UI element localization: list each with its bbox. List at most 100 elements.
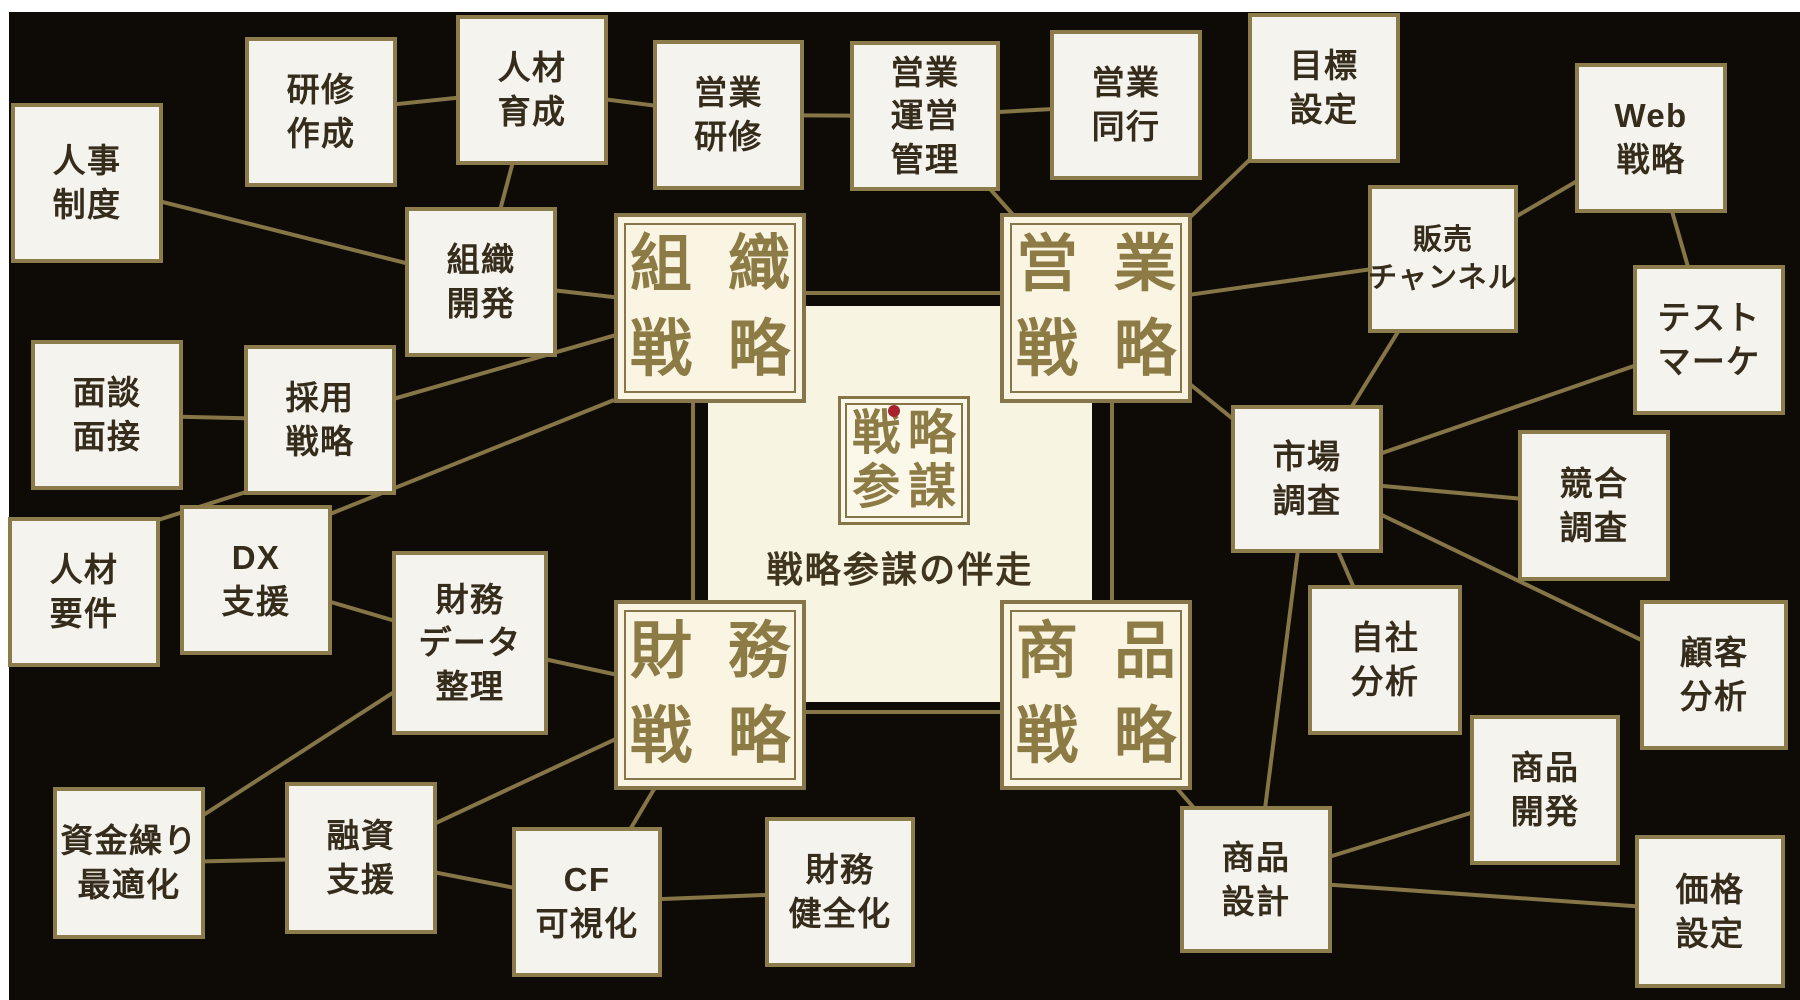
node-label-row: 設定 (1289, 91, 1359, 128)
node-label-row: マーケ (1657, 343, 1761, 380)
catch-copy: 戦略参謀の伴走 (766, 550, 1034, 590)
node-jinji-seido: 人事制度 (11, 103, 163, 263)
node-label-row: 運営 (890, 97, 960, 135)
edge-line (329, 398, 615, 516)
node-shohin-senryaku: 商品戦略 (1000, 600, 1192, 790)
brand-logo-box: 戦略 参謀 (838, 396, 970, 525)
node-label-row: Web (1614, 97, 1688, 135)
node-kenshu-sakusei: 研修作成 (245, 37, 397, 187)
node-kyogo-chosa: 競合調査 (1518, 430, 1670, 581)
node-label-row: 目標 (1289, 47, 1359, 85)
node-label-row: 管理 (890, 140, 960, 178)
node-label-row: 戦略 (285, 423, 355, 460)
node-label-row: テスト (1657, 299, 1761, 337)
node-zaimu-senryaku: 財務戦略 (614, 600, 806, 790)
node-label-row: 自社 (1350, 619, 1420, 657)
node-soshiki-kaihatsu: 組織開発 (405, 207, 557, 357)
node-label-row: 営業 (694, 74, 763, 112)
node-mokuhyo-settei: 目標設定 (1248, 13, 1400, 163)
node-label-row: CF (563, 861, 611, 899)
node-label-row: 開発 (446, 285, 516, 322)
node-label-row: 育成 (497, 93, 567, 130)
node-test-marke: テストマーケ (1633, 265, 1785, 415)
node-label-row: データ (418, 624, 522, 662)
node-label-row: 支援 (326, 861, 396, 898)
node-label-row: 戦略 (1016, 316, 1212, 384)
node-yushi-shien: 融資支援 (285, 782, 437, 934)
node-soshiki-senryaku: 組織戦略 (614, 213, 806, 403)
node-label-row: 調査 (1272, 482, 1342, 519)
node-jinzai-yoken: 人材要件 (8, 517, 160, 667)
node-label-row: 分析 (1350, 663, 1420, 700)
node-label-row: 顧客 (1679, 634, 1749, 672)
node-zaimu-data-seiri: 財務データ整理 (392, 551, 548, 735)
node-cf-kashika: CF 可視化 (512, 827, 662, 977)
node-label-row: 制度 (52, 186, 122, 223)
node-label-row: 採用 (285, 379, 355, 417)
node-shohin-sekkei: 商品設計 (1180, 806, 1332, 953)
node-jisha-bunseki: 自社分析 (1308, 585, 1462, 735)
node-label-row: 販売 (1412, 223, 1474, 256)
node-eigyo-doko: 営業同行 (1050, 30, 1202, 180)
node-label-row: 競合 (1559, 464, 1629, 502)
node-hanbai-channel: 販売チャンネル (1368, 185, 1518, 333)
logo-row-1: 戦略 (852, 406, 964, 460)
node-label-row: 設計 (1221, 882, 1291, 920)
node-label-row: 整理 (435, 667, 505, 705)
node-label-row: 人材 (49, 551, 119, 589)
node-label-row: 営業 (1016, 231, 1212, 300)
node-label-row: 開発 (1510, 793, 1580, 830)
node-label-row: 人材 (497, 49, 567, 87)
node-shohin-kaihatsu: 商品開発 (1470, 715, 1620, 865)
node-label-row: 商品 (1016, 618, 1212, 687)
node-saiyo-senryaku: 採用戦略 (244, 345, 396, 495)
node-label-row: 財務 (805, 851, 875, 889)
node-eigyo-senryaku: 営業戦略 (1000, 213, 1192, 403)
node-label-row: 価格 (1675, 870, 1745, 908)
node-label-row: 健全化 (788, 895, 892, 932)
node-label-row: 面接 (72, 418, 142, 455)
node-kokyaku-bunseki: 顧客分析 (1640, 600, 1788, 750)
node-label-row: 市場 (1272, 438, 1342, 476)
node-label-row: 最適化 (77, 866, 181, 903)
node-label-row: 戦略 (1016, 703, 1212, 771)
node-label-row: 人事 (52, 142, 122, 180)
logo-red-dot-icon (888, 405, 900, 417)
node-zaimu-kenzenka: 財務健全化 (765, 817, 915, 967)
node-kakaku-settei: 価格設定 (1635, 835, 1785, 988)
node-label-row: 営業 (1091, 64, 1161, 102)
node-label-row: チャンネル (1368, 262, 1518, 294)
node-mendan-mensetsu: 面談面接 (31, 340, 183, 490)
node-label-row: 資金繰り (60, 822, 198, 860)
node-label-row: 財務 (630, 618, 826, 687)
node-label-row: 研修 (286, 71, 356, 109)
node-label-row: 組織 (446, 241, 516, 279)
node-label-row: 可視化 (535, 905, 639, 942)
logo-row-2: 参謀 (852, 460, 964, 514)
node-label-row: 戦略 (630, 316, 826, 384)
node-web-senryaku: Web 戦略 (1575, 63, 1727, 213)
node-label-row: 商品 (1510, 749, 1580, 787)
node-label-row: 研修 (694, 118, 763, 155)
node-shikinguri-saitekika: 資金繰り最適化 (53, 787, 205, 939)
node-label-row: 支援 (221, 583, 291, 620)
node-label-row: 財務 (435, 580, 505, 618)
node-label-row: DX (231, 539, 281, 577)
node-shijo-chosa: 市場調査 (1231, 405, 1383, 553)
node-dx-shien: DX 支援 (180, 505, 332, 655)
node-eigyo-kenshu: 営業研修 (653, 40, 804, 190)
brand-logo-text: 戦略 参謀 (841, 399, 967, 522)
node-label-row: 面談 (72, 374, 142, 412)
node-label-row: 調査 (1559, 508, 1629, 546)
node-label-row: 作成 (286, 115, 356, 152)
node-label-row: 商品 (1221, 838, 1291, 876)
node-label-row: 戦略 (630, 703, 826, 771)
node-label-row: 融資 (326, 817, 396, 855)
node-label-row: 営業 (890, 53, 960, 91)
node-jinzai-ikusei: 人材育成 (456, 15, 608, 165)
node-label-row: 戦略 (1616, 141, 1686, 178)
node-label-row: 要件 (49, 595, 119, 632)
node-label-row: 分析 (1679, 678, 1749, 715)
node-label-row: 設定 (1675, 914, 1745, 952)
